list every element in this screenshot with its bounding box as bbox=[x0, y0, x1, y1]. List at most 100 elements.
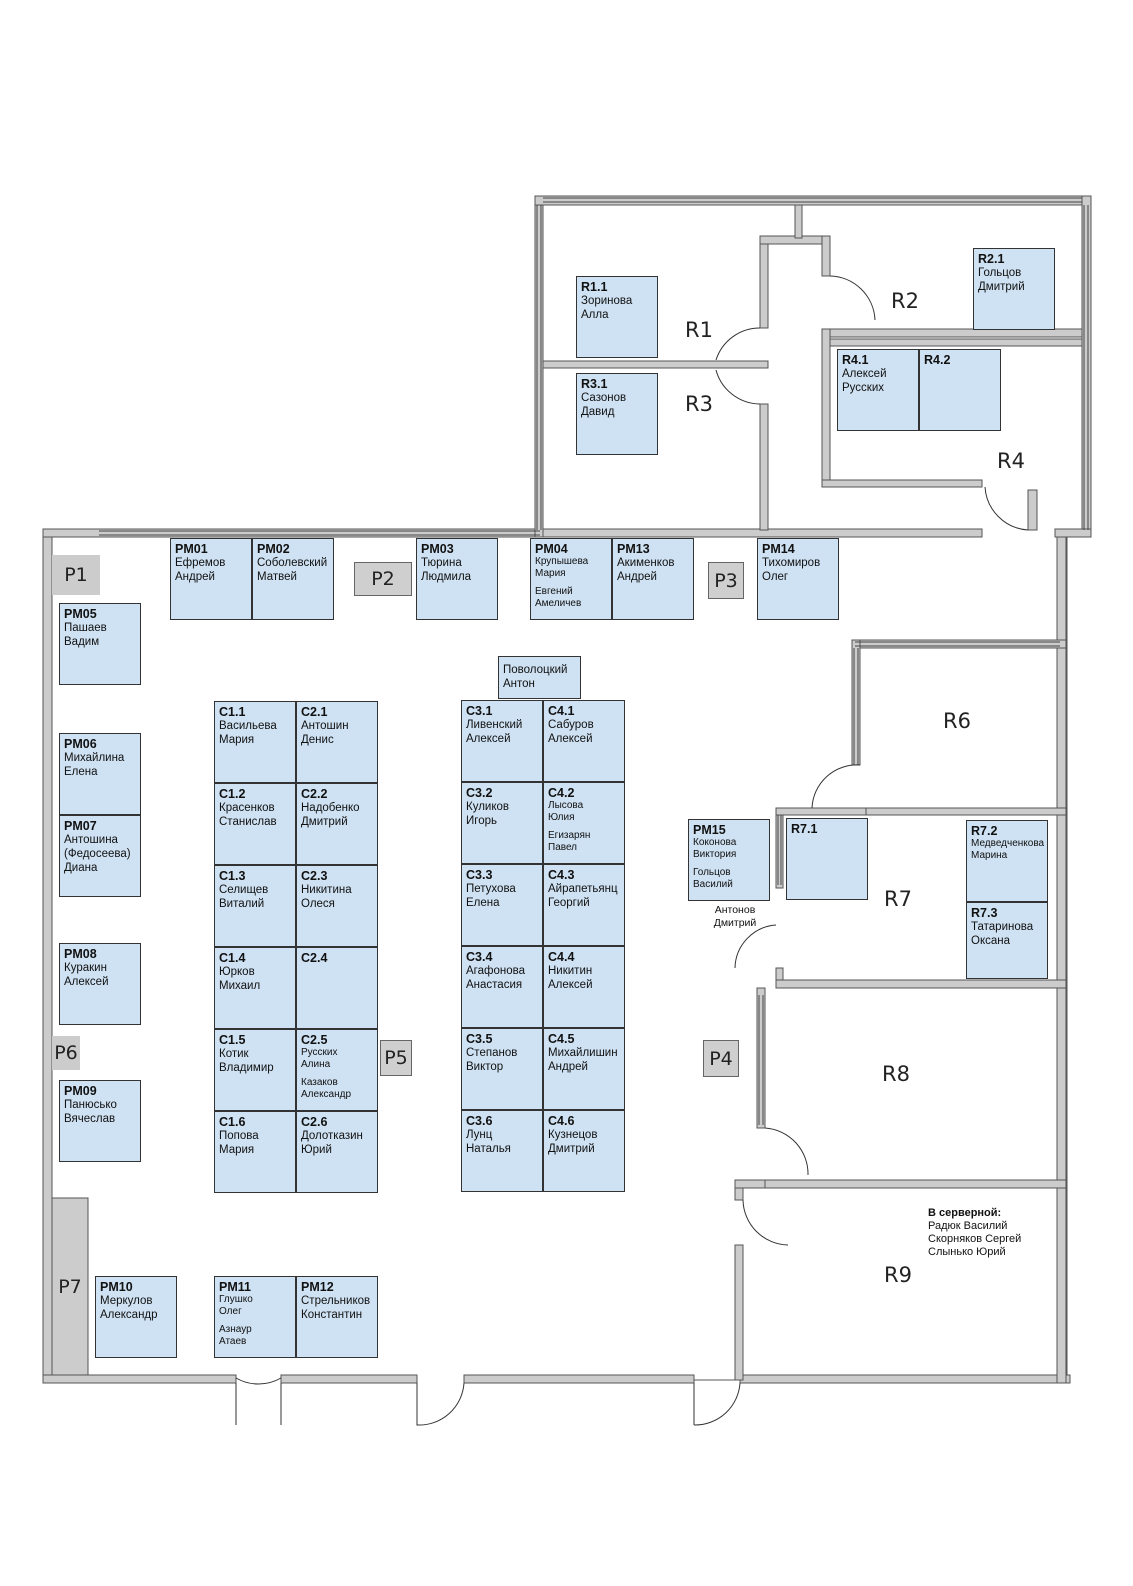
right-wall-lower bbox=[1056, 536, 1067, 1384]
upper-top-wall bbox=[534, 195, 1091, 206]
corridor-right-top bbox=[821, 235, 831, 277]
room-label-r6: R6 bbox=[943, 709, 971, 733]
bottom-wall-d bbox=[739, 1374, 1071, 1384]
desk-c2-4[interactable]: C2.4 bbox=[296, 947, 378, 1029]
r6-top-wall bbox=[851, 639, 1067, 649]
r9-top-stub bbox=[734, 1187, 744, 1201]
point-p2: P2 bbox=[354, 562, 412, 596]
point-p3: P3 bbox=[708, 562, 744, 599]
desk-r7-1[interactable]: R7.1 bbox=[786, 818, 868, 900]
room-label-r2: R2 bbox=[891, 289, 919, 313]
desk-r4-2[interactable]: R4.2 bbox=[919, 349, 1001, 431]
point-p4: P4 bbox=[703, 1040, 739, 1077]
r7-left-wall bbox=[775, 807, 784, 889]
r4-door-jamb bbox=[1027, 489, 1038, 531]
corridor-left-wall-b bbox=[759, 403, 769, 531]
room-label-r1: R1 bbox=[685, 318, 713, 342]
point-p6: P6 bbox=[52, 1036, 80, 1070]
point-p5: P5 bbox=[380, 1040, 412, 1076]
pm15-extra-note: Антонов Дмитрий bbox=[713, 904, 757, 929]
r4-bottom-wall bbox=[821, 479, 983, 488]
server-room-people: Радюк Василий Скорняков Сергей Слынько Ю… bbox=[928, 1220, 1022, 1258]
r7-top-stub bbox=[775, 807, 867, 816]
doors bbox=[235, 275, 1029, 1426]
r6-left-wall bbox=[851, 639, 861, 766]
r9-left-wall bbox=[734, 1244, 744, 1381]
bottom-wall-b bbox=[280, 1374, 418, 1384]
bottom-wall-c bbox=[463, 1374, 695, 1384]
upper-left-wall bbox=[534, 195, 544, 538]
r8-left-wall bbox=[756, 987, 766, 1129]
room-label-r3: R3 bbox=[685, 392, 713, 416]
room-label-r7: R7 bbox=[884, 887, 912, 911]
r1-r2-top-divider bbox=[794, 204, 803, 239]
left-wall bbox=[42, 529, 53, 1384]
windows bbox=[99, 197, 1089, 1125]
r2-bottom-wall bbox=[829, 328, 1083, 338]
corridor-left-wall bbox=[759, 235, 769, 329]
upper-right-bottom bbox=[1054, 528, 1092, 538]
r1-r3-divider bbox=[542, 360, 769, 369]
r8-bottom-wall bbox=[756, 1179, 1067, 1189]
top-wall-main bbox=[42, 528, 541, 538]
bottom-wall-a bbox=[42, 1374, 237, 1384]
desk-povolotsky[interactable]: Поволоцкий Антон bbox=[498, 656, 581, 699]
r4-top-wall bbox=[829, 338, 1083, 347]
corridor-right-wall bbox=[821, 328, 831, 488]
room-label-r4: R4 bbox=[997, 449, 1025, 473]
server-room-title: В серверной: bbox=[928, 1207, 1002, 1219]
r6-bottom-wall bbox=[859, 807, 1067, 816]
upper-right-wall bbox=[1081, 195, 1092, 538]
point-p1: P1 bbox=[52, 555, 100, 595]
point-p7: P7 bbox=[58, 1276, 82, 1298]
room-label-r8: R8 bbox=[882, 1062, 910, 1086]
room-label-r9: R9 bbox=[884, 1263, 912, 1287]
r8-stub bbox=[734, 1179, 766, 1189]
